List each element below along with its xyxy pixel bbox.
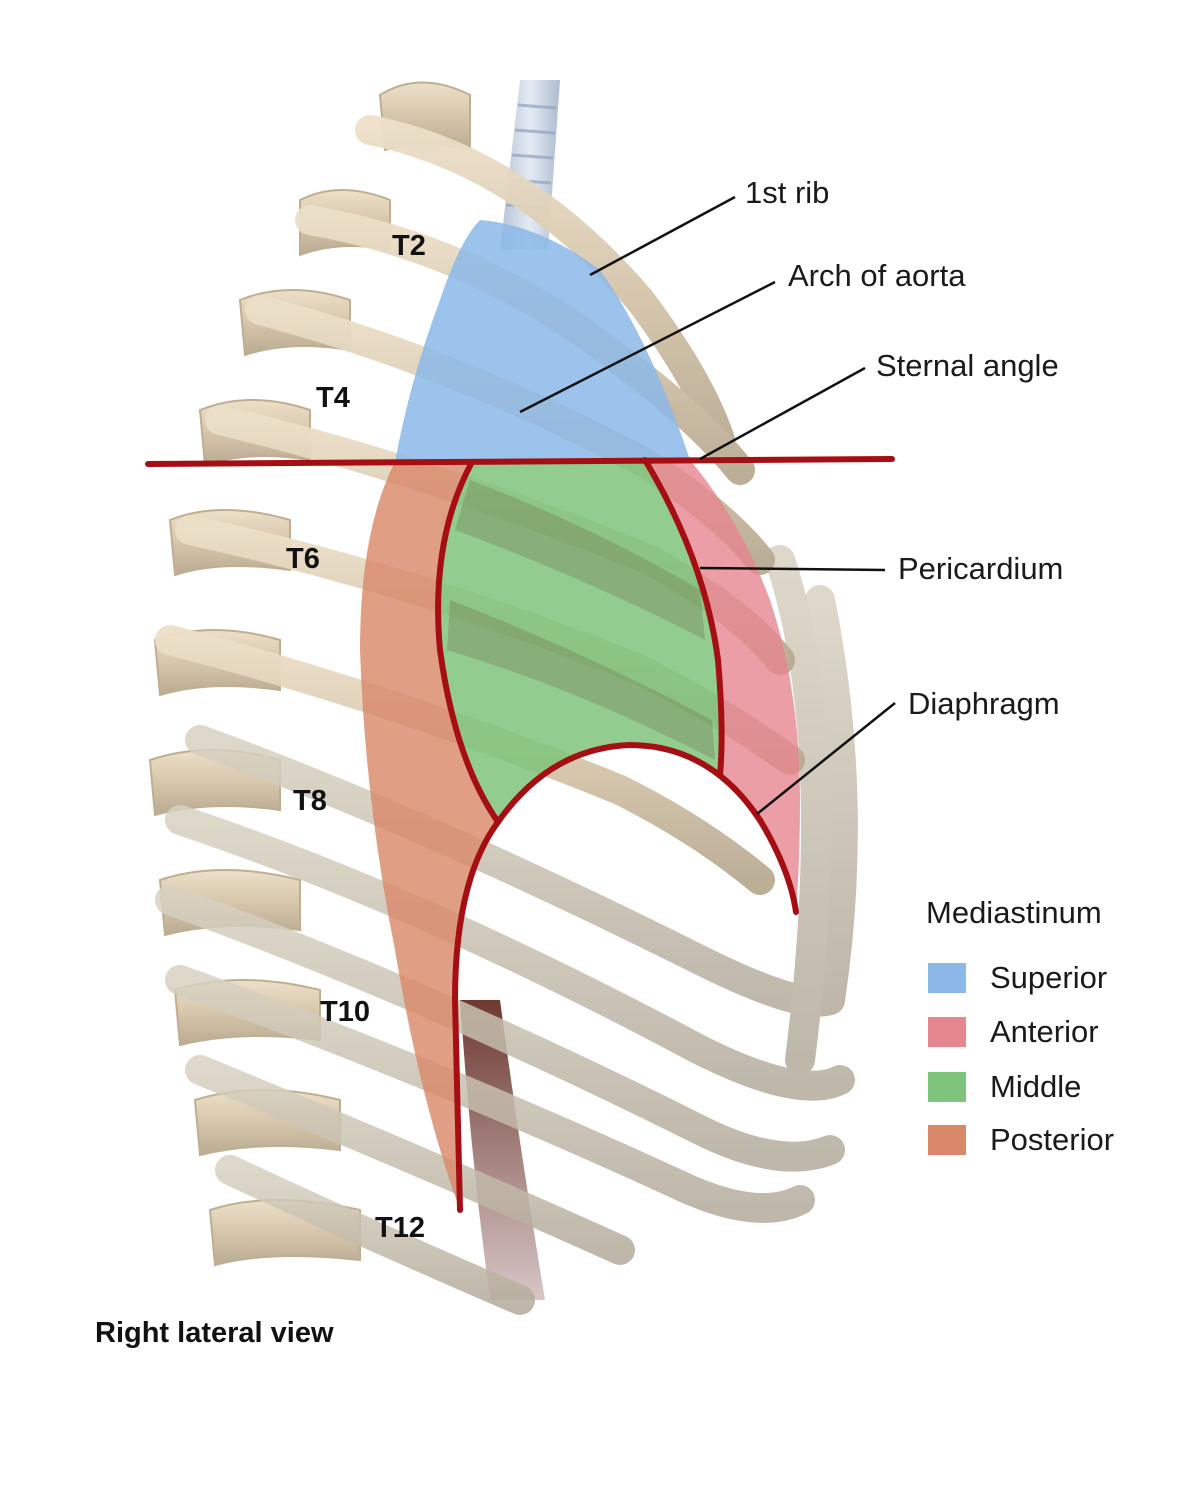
leader-first-rib — [589, 195, 736, 277]
callout-arch-of-aorta: Arch of aorta — [788, 258, 966, 293]
legend-item-posterior: Posterior — [928, 1120, 1114, 1160]
sternal-angle-plane-line — [145, 456, 895, 467]
legend-swatch-superior — [928, 963, 966, 993]
diaphragm-line — [452, 742, 799, 1213]
leader-lines — [519, 195, 896, 815]
superior-mediastinum — [395, 220, 690, 462]
pericardium-anterior-line — [642, 457, 725, 778]
callout-sternal-angle: Sternal angle — [876, 348, 1059, 383]
leader-diaphragm — [756, 702, 896, 815]
legend-item-anterior: Anterior — [928, 1012, 1099, 1052]
legend-item-superior: Superior — [928, 958, 1107, 998]
legend-item-middle: Middle — [928, 1067, 1081, 1107]
ribs-lower — [155, 545, 858, 1315]
leader-sternal-angle — [699, 366, 866, 461]
legend-label-posterior: Posterior — [990, 1122, 1115, 1157]
legend-swatch-posterior — [928, 1125, 966, 1155]
legend-label-anterior: Anterior — [990, 1014, 1099, 1049]
vertebra-label-t4: T4 — [316, 382, 350, 414]
middle-shading — [447, 480, 715, 760]
middle-mediastinum — [438, 460, 722, 820]
callout-pericardium: Pericardium — [898, 551, 1064, 586]
vertebra-label-t2: T2 — [392, 230, 426, 262]
descending-aorta — [460, 1000, 545, 1300]
legend-label-middle: Middle — [990, 1069, 1082, 1104]
leader-pericardium — [699, 566, 886, 572]
legend-title: Mediastinum — [926, 895, 1102, 930]
callout-diaphragm: Diaphragm — [908, 686, 1060, 721]
legend-label-superior: Superior — [990, 960, 1108, 995]
pericardium-posterior-line — [435, 459, 501, 825]
vertebra-label-t6: T6 — [286, 543, 320, 575]
vertebra-label-t8: T8 — [293, 785, 327, 817]
callout-first-rib: 1st rib — [745, 175, 830, 210]
view-caption: Right lateral view — [95, 1317, 334, 1349]
vertebra-label-t12: T12 — [375, 1212, 425, 1244]
leader-arch-of-aorta — [519, 280, 776, 414]
vertebra-label-t10: T10 — [320, 996, 370, 1028]
posterior-mediastinum — [360, 462, 498, 1210]
mediastinum-boundaries — [145, 456, 895, 1213]
legend-swatch-middle — [928, 1072, 966, 1102]
legend-swatch-anterior — [928, 1017, 966, 1047]
